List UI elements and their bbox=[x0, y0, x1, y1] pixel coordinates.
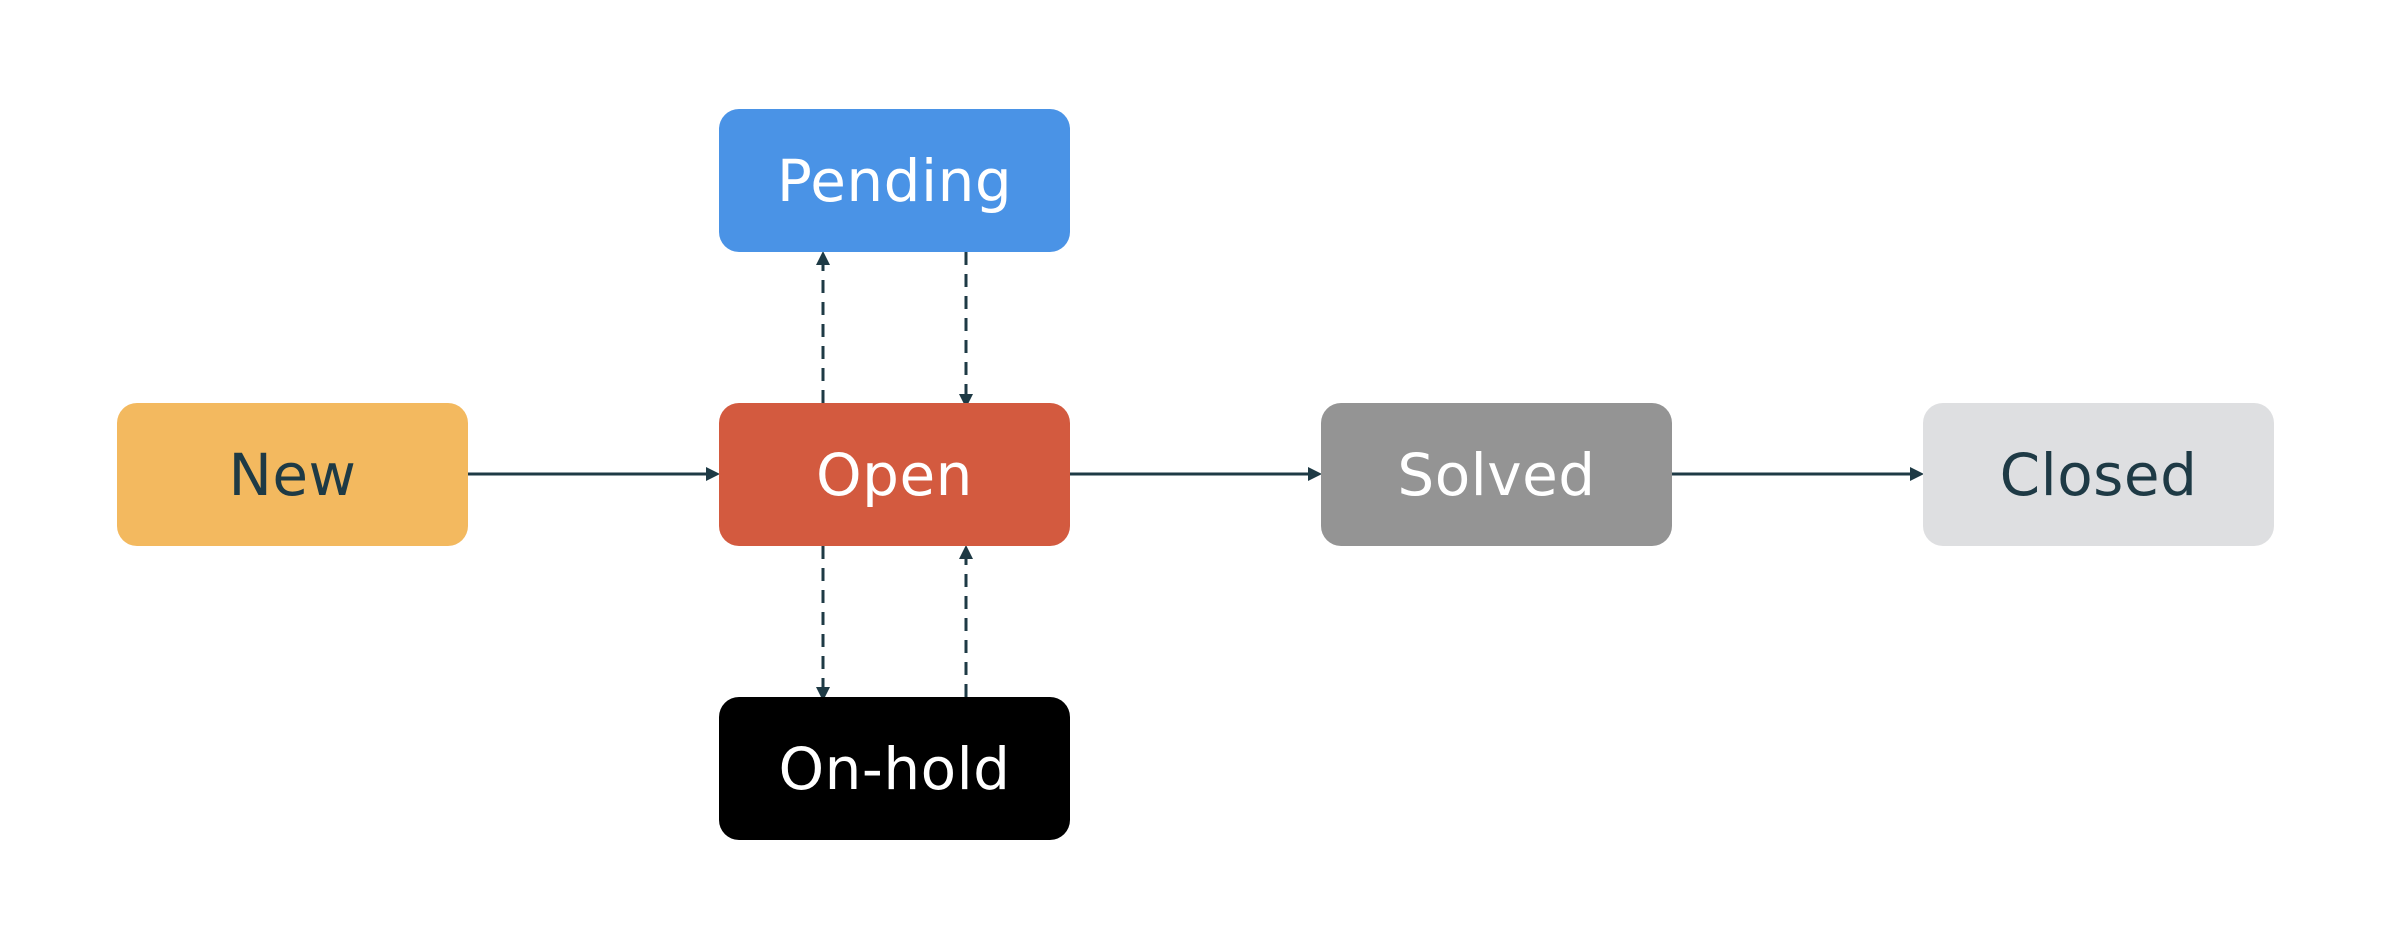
node-pending: Pending bbox=[719, 109, 1070, 252]
node-new: New bbox=[117, 403, 468, 546]
node-open: Open bbox=[719, 403, 1070, 546]
node-solved-label: Solved bbox=[1397, 440, 1596, 509]
node-pending-label: Pending bbox=[776, 146, 1013, 215]
node-new-label: New bbox=[228, 440, 357, 509]
node-closed: Closed bbox=[1923, 403, 2274, 546]
node-closed-label: Closed bbox=[1999, 440, 2198, 509]
node-solved: Solved bbox=[1321, 403, 1672, 546]
node-open-label: Open bbox=[816, 440, 973, 509]
node-onhold: On-hold bbox=[719, 697, 1070, 840]
node-onhold-label: On-hold bbox=[778, 734, 1011, 803]
